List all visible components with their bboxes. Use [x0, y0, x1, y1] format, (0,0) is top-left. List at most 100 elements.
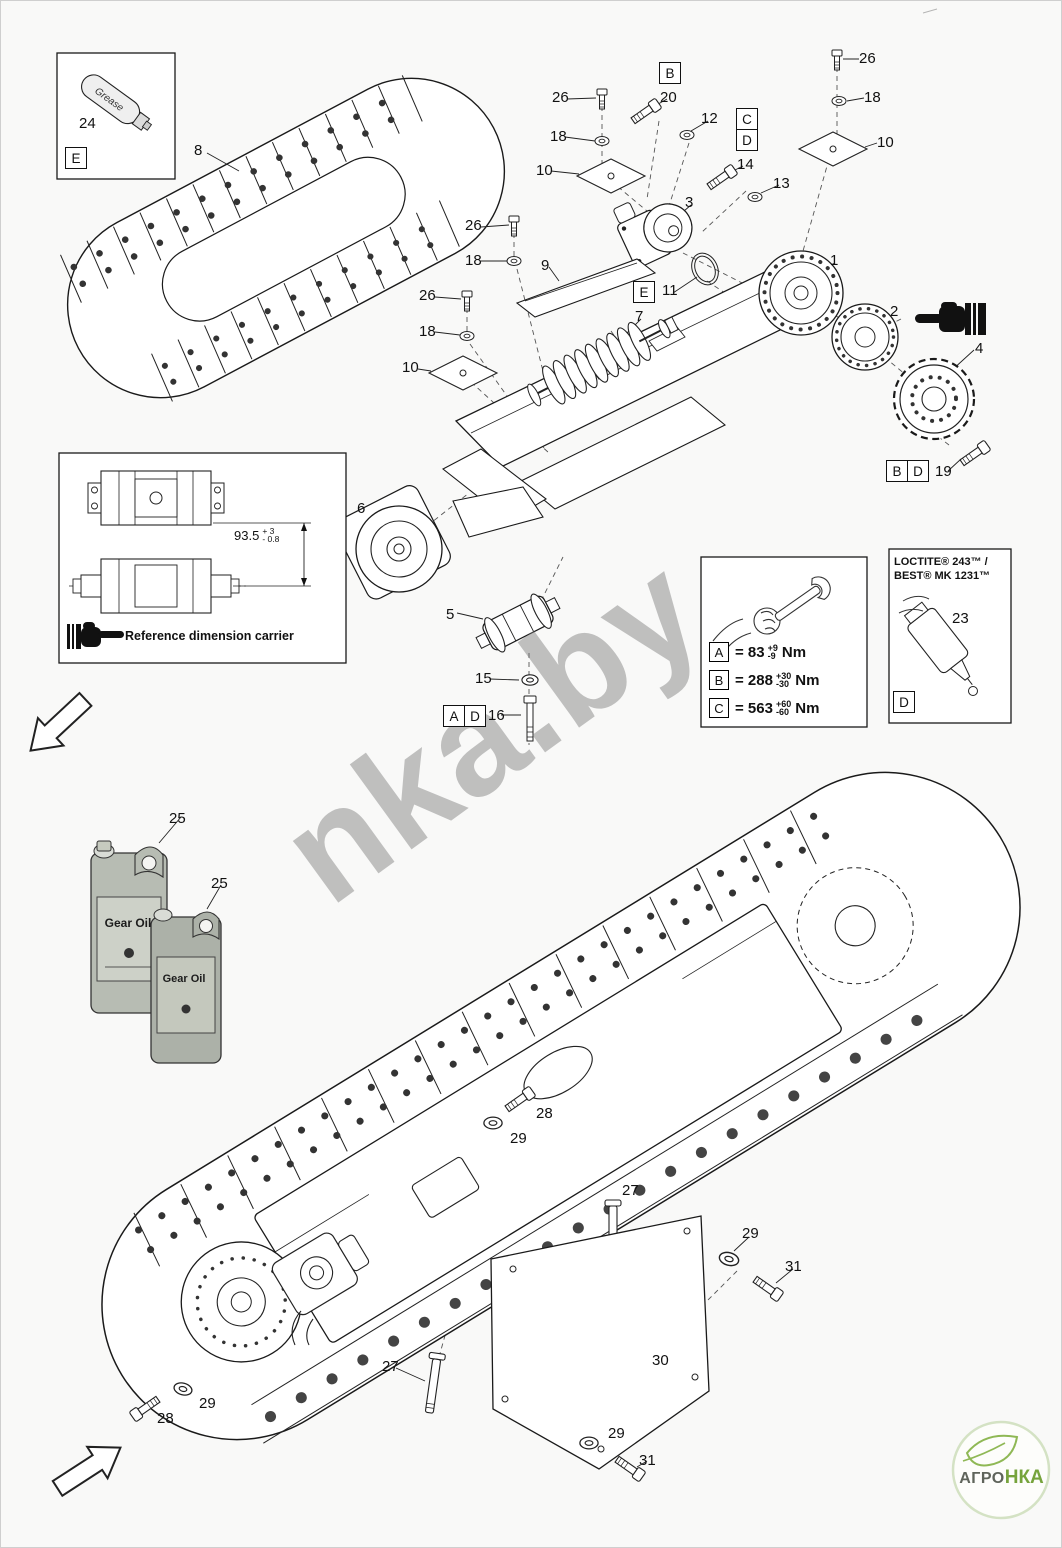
- callout-25-a: 25: [169, 810, 186, 827]
- letterbox-d-16: D: [464, 705, 486, 727]
- callout-26-a: 26: [552, 89, 569, 106]
- callout-18-d: 18: [419, 323, 436, 340]
- travel-drive-bottom: [271, 1232, 370, 1316]
- callout-7: 7: [635, 308, 644, 325]
- loctite-line2: BEST® MK 1231™: [894, 570, 991, 582]
- callout-1: 1: [830, 252, 839, 269]
- letterbox-e-grease: E: [65, 147, 87, 169]
- washer-29-bottom-mid: [579, 1436, 599, 1450]
- callout-29-b: 29: [742, 1225, 759, 1242]
- logo-agro: АГРО: [959, 1470, 1005, 1487]
- direction-arrow-bottom: [46, 1430, 132, 1506]
- torque-letter-b: B: [709, 670, 729, 690]
- pointing-hand-icon: [915, 302, 986, 335]
- callout-16: 16: [488, 707, 505, 724]
- pointing-hand-icon-small: [67, 622, 124, 649]
- corner-mark: [922, 8, 938, 14]
- callout-29-c: 29: [199, 1395, 216, 1412]
- reference-dimension-box-art: [58, 452, 347, 664]
- callout-29-d: 29: [608, 1425, 625, 1442]
- callout-8: 8: [194, 142, 203, 159]
- letterbox-e-mid: E: [633, 281, 655, 303]
- callout-10-c: 10: [402, 359, 419, 376]
- washer-12: [679, 130, 695, 140]
- hardware-top-right: [798, 49, 868, 167]
- gear-oil-label-2: Gear Oil: [162, 973, 206, 985]
- track-frame-exploded: [441, 250, 844, 538]
- torque-row-a: A = 83 +9-9 Nm: [709, 642, 806, 662]
- callout-27-b: 27: [382, 1358, 399, 1375]
- letterbox-b-top: B: [659, 62, 681, 84]
- bolt-19: [958, 439, 992, 469]
- travel-motor: [613, 202, 693, 269]
- callout-6: 6: [357, 500, 366, 517]
- bolt-16: [523, 695, 537, 742]
- callout-19: 19: [935, 463, 952, 480]
- callout-29-a: 29: [510, 1130, 527, 1147]
- washer-15: [521, 674, 539, 686]
- cover-plate-9: [515, 258, 657, 318]
- callout-4: 4: [975, 340, 984, 357]
- torque-row-c: C = 563 +60-60 Nm: [709, 698, 819, 718]
- reference-dimension: 93.5 + 3 - 0.8: [234, 526, 283, 544]
- callout-18-c: 18: [465, 252, 482, 269]
- dimension-value: 93.5: [234, 527, 260, 543]
- callout-26-c: 26: [465, 217, 482, 234]
- reference-caption: Reference dimension carrier: [125, 629, 294, 643]
- final-drive-hub: [831, 303, 899, 371]
- recoil-spring: [527, 316, 679, 407]
- callout-26-b: 26: [859, 50, 876, 67]
- callout-11: 11: [662, 282, 678, 299]
- callout-25-b: 25: [211, 875, 228, 892]
- hardware-top-middle: [576, 88, 646, 194]
- agronka-logo: [951, 1420, 1051, 1520]
- callout-10-b: 10: [877, 134, 894, 151]
- callout-30: 30: [652, 1352, 669, 1369]
- callout-31-a: 31: [785, 1258, 802, 1275]
- track-roller: [475, 593, 561, 653]
- callout-20: 20: [660, 89, 677, 106]
- callout-3: 3: [685, 194, 694, 211]
- torque-row-b: B = 288 +30-30 Nm: [709, 670, 819, 690]
- callout-24: 24: [79, 115, 96, 132]
- letterbox-d-loctite: D: [893, 691, 915, 713]
- loctite-line1: LOCTITE® 243™ /: [894, 556, 988, 568]
- callout-23: 23: [952, 610, 969, 627]
- gear-oil-canister-2: [150, 908, 222, 1064]
- callout-2: 2: [890, 303, 899, 320]
- letterbox-d-19: D: [907, 460, 929, 482]
- track-chain-top: [60, 75, 506, 402]
- callout-18-b: 18: [864, 89, 881, 106]
- direction-arrow-top: [16, 684, 100, 766]
- callout-9: 9: [541, 257, 550, 274]
- callout-26-d: 26: [419, 287, 436, 304]
- washer-13: [747, 192, 763, 202]
- letterbox-c: C: [736, 108, 758, 130]
- pin-27-bottom: [420, 1351, 447, 1415]
- torque-letter-c: C: [709, 698, 729, 718]
- callout-18-a: 18: [550, 128, 567, 145]
- gear-oil-canister-1: [90, 840, 168, 1014]
- callout-10-a: 10: [536, 162, 553, 179]
- logo-nka: НКА: [1004, 1467, 1044, 1488]
- callout-28-b: 28: [157, 1410, 174, 1427]
- callout-12: 12: [701, 110, 718, 127]
- logo-text: АГРОНКА: [954, 1467, 1049, 1489]
- washer-29-right: [717, 1249, 741, 1269]
- callout-31-b: 31: [639, 1452, 656, 1469]
- gear-oil-label-1: Gear Oil: [104, 916, 152, 930]
- cover-plate-30: [490, 1215, 710, 1470]
- dimension-tolerance: + 3 - 0.8: [262, 526, 280, 544]
- callout-5: 5: [446, 606, 455, 623]
- torque-letter-a: A: [709, 642, 729, 662]
- callout-14: 14: [737, 156, 754, 173]
- callout-28-a: 28: [536, 1105, 553, 1122]
- o-ring: [691, 252, 719, 286]
- bolt-31-right: [751, 1273, 785, 1303]
- callout-27-a: 27: [622, 1182, 639, 1199]
- bolt-14: [705, 163, 739, 193]
- callout-13: 13: [773, 175, 790, 192]
- letterbox-b-19: B: [886, 460, 908, 482]
- washer-29-mid: [483, 1116, 503, 1130]
